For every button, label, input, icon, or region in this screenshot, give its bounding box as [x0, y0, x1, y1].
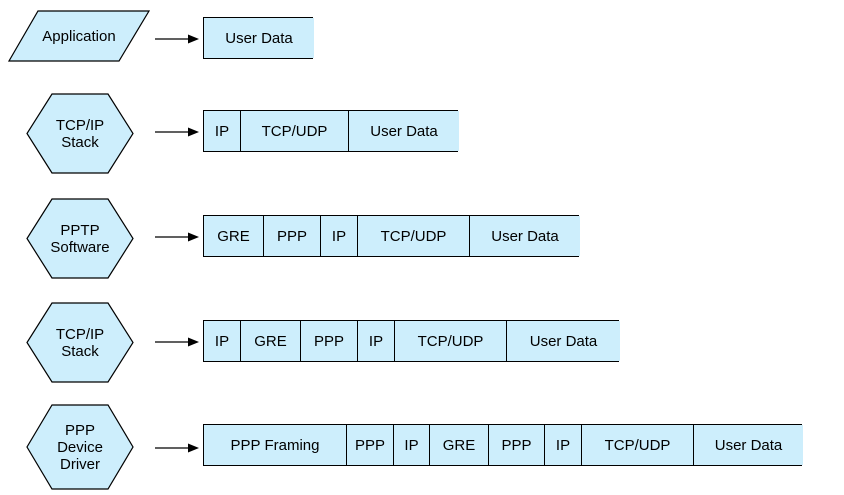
arrow-glyph [155, 232, 199, 242]
packet-field[interactable]: User Data [694, 425, 803, 465]
packet-field[interactable]: IP [358, 321, 395, 361]
packet-field[interactable]: IP [204, 321, 241, 361]
packet-field[interactable]: PPP [347, 425, 394, 465]
packet-field[interactable]: IP [545, 425, 582, 465]
packet-field[interactable]: User Data [507, 321, 620, 361]
hexagon-shape [26, 404, 134, 490]
arrow-right-icon [155, 32, 199, 44]
packet-field[interactable]: IP [321, 216, 358, 256]
packet-field[interactable]: PPP [489, 425, 545, 465]
stage-label-line: PPTP [60, 221, 100, 239]
packet-field[interactable]: IP [204, 111, 241, 151]
stage-shape-application [7, 10, 151, 62]
stage-label-line: Stack [61, 133, 99, 151]
stage-label-line: PPP [64, 421, 95, 439]
parallelogram-shape [7, 10, 151, 62]
stage-label-line: TCP/IP [55, 325, 105, 343]
packet-field[interactable]: GRE [204, 216, 264, 256]
packet-field[interactable]: PPP Framing [204, 425, 347, 465]
stage-label-line: Application [42, 27, 116, 45]
stage-label-line: Device [57, 438, 103, 456]
stage-shape-tcp-ip-stack-lower [26, 302, 134, 383]
packet-application: User Data [203, 17, 314, 59]
packet-field[interactable]: IP [394, 425, 430, 465]
packet-field[interactable]: GRE [430, 425, 489, 465]
stage-shape-tcp-ip-stack-upper [26, 93, 134, 174]
stage-application[interactable]: Application [7, 10, 151, 62]
packet-field[interactable]: User Data [349, 111, 459, 151]
packet-field[interactable]: User Data [204, 18, 314, 58]
stage-label-line: Stack [61, 342, 99, 360]
arrow-glyph [155, 337, 199, 347]
stage-label-line: Software [50, 238, 110, 256]
packet-field[interactable]: PPP [264, 216, 321, 256]
hexagon-shape [26, 302, 134, 383]
stage-shape-ppp-device-driver [26, 404, 134, 490]
arrow-right-icon [155, 335, 199, 347]
arrow-glyph [155, 34, 199, 44]
packet-field[interactable]: PPP [301, 321, 358, 361]
arrow-right-icon [155, 441, 199, 453]
hexagon-shape [26, 198, 134, 279]
stage-label-application: Application [8, 10, 150, 62]
hexagon-shape [26, 93, 134, 174]
packet-field[interactable]: TCP/UDP [582, 425, 694, 465]
packet-field[interactable]: GRE [241, 321, 301, 361]
stage-label-line: Driver [60, 455, 100, 473]
stage-shape-pptp-software [26, 198, 134, 279]
packet-field[interactable]: TCP/UDP [395, 321, 507, 361]
arrow-right-icon [155, 230, 199, 242]
stage-label-line: TCP/IP [55, 116, 105, 134]
packet-field[interactable]: TCP/UDP [241, 111, 349, 151]
packet-field[interactable]: TCP/UDP [358, 216, 470, 256]
arrow-glyph [155, 443, 199, 453]
packet-field[interactable]: User Data [470, 216, 580, 256]
arrow-right-icon [155, 125, 199, 137]
arrow-glyph [155, 127, 199, 137]
